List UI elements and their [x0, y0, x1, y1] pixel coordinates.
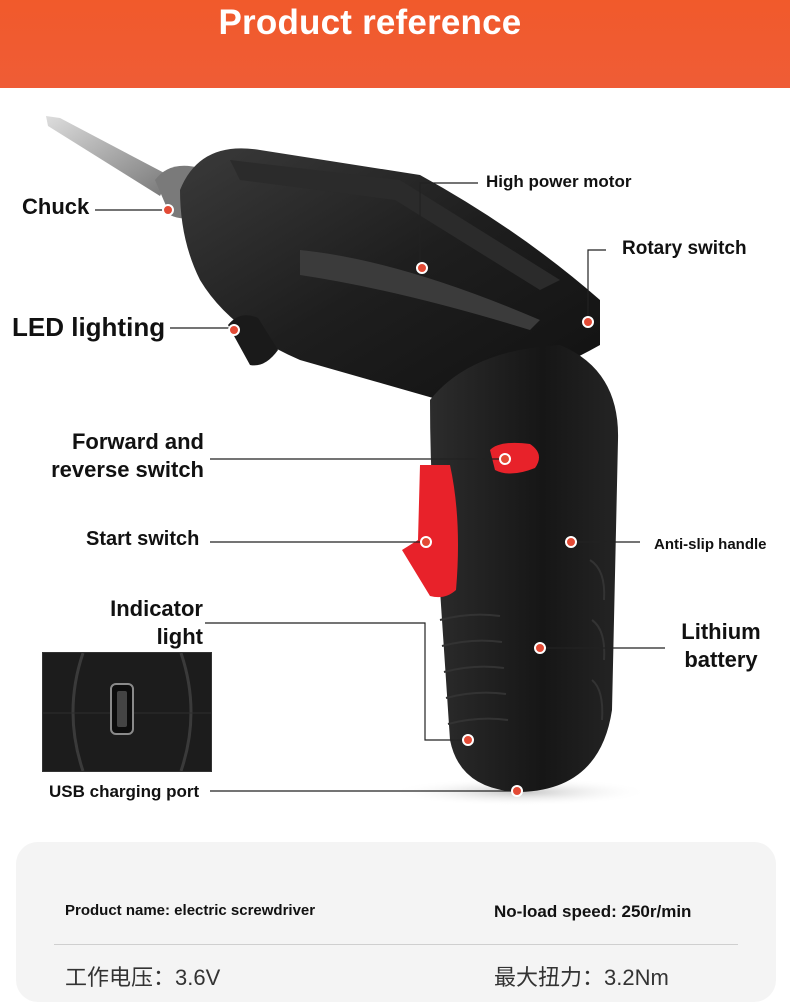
line-indicator: [205, 622, 465, 741]
dot-rotary: [582, 316, 594, 328]
screwdriver-bit: [46, 116, 170, 196]
trigger-switch: [402, 465, 458, 598]
page-title: Product reference: [218, 3, 522, 42]
micro-usb-port-icon: [43, 653, 211, 771]
product-illustration: [46, 116, 665, 806]
label-forward-reverse-line2: reverse switch: [51, 457, 204, 482]
dot-start: [420, 536, 432, 548]
dot-chuck: [162, 204, 174, 216]
led-housing: [228, 315, 278, 366]
dot-usb: [511, 785, 523, 797]
label-indicator-line2: light: [156, 624, 203, 649]
label-led-lighting: LED lighting: [12, 312, 166, 342]
housing-highlight: [300, 250, 540, 330]
label-lithium-line1: Lithium: [681, 619, 761, 644]
usb-port-inset: [42, 652, 212, 772]
line-rotary: [587, 249, 606, 320]
header-banner: Product reference: [0, 0, 790, 88]
dot-lithium: [534, 642, 546, 654]
spec-no-load-speed: No-load speed: 250r/min: [494, 902, 692, 921]
label-lithium-battery: Lithium battery: [676, 618, 766, 674]
grip-ribs: [439, 559, 606, 725]
label-forward-reverse: Forward and reverse switch: [48, 428, 204, 484]
housing-ridge: [230, 160, 560, 290]
label-indicator-line1: Indicator: [110, 596, 203, 621]
label-forward-reverse-line1: Forward and: [71, 429, 204, 454]
label-indicator-light: Indicator light: [104, 595, 203, 651]
spec-max-torque: 最大扭力：3.2Nm: [494, 965, 669, 990]
spec-voltage: 工作电压：3.6V: [65, 965, 221, 990]
label-high-power-motor: High power motor: [486, 172, 632, 191]
dot-forward: [499, 453, 511, 465]
label-rotary-switch: Rotary switch: [622, 238, 747, 259]
dot-motor: [416, 262, 428, 274]
spec-product-name: Product name: electric screwdriver: [65, 902, 316, 919]
handle-body: [430, 345, 619, 792]
dot-led: [228, 324, 240, 336]
dot-indicator: [462, 734, 474, 746]
line-motor: [419, 182, 478, 266]
label-start-switch: Start switch: [86, 528, 200, 550]
spec-divider: [54, 944, 738, 945]
label-chuck: Chuck: [22, 194, 90, 219]
spec-card: [16, 842, 776, 1002]
label-usb-port: USB charging port: [49, 782, 200, 801]
label-anti-slip-handle: Anti-slip handle: [654, 536, 767, 553]
label-lithium-line2: battery: [684, 647, 758, 672]
dot-antislip: [565, 536, 577, 548]
forward-reverse-switch: [490, 442, 539, 474]
